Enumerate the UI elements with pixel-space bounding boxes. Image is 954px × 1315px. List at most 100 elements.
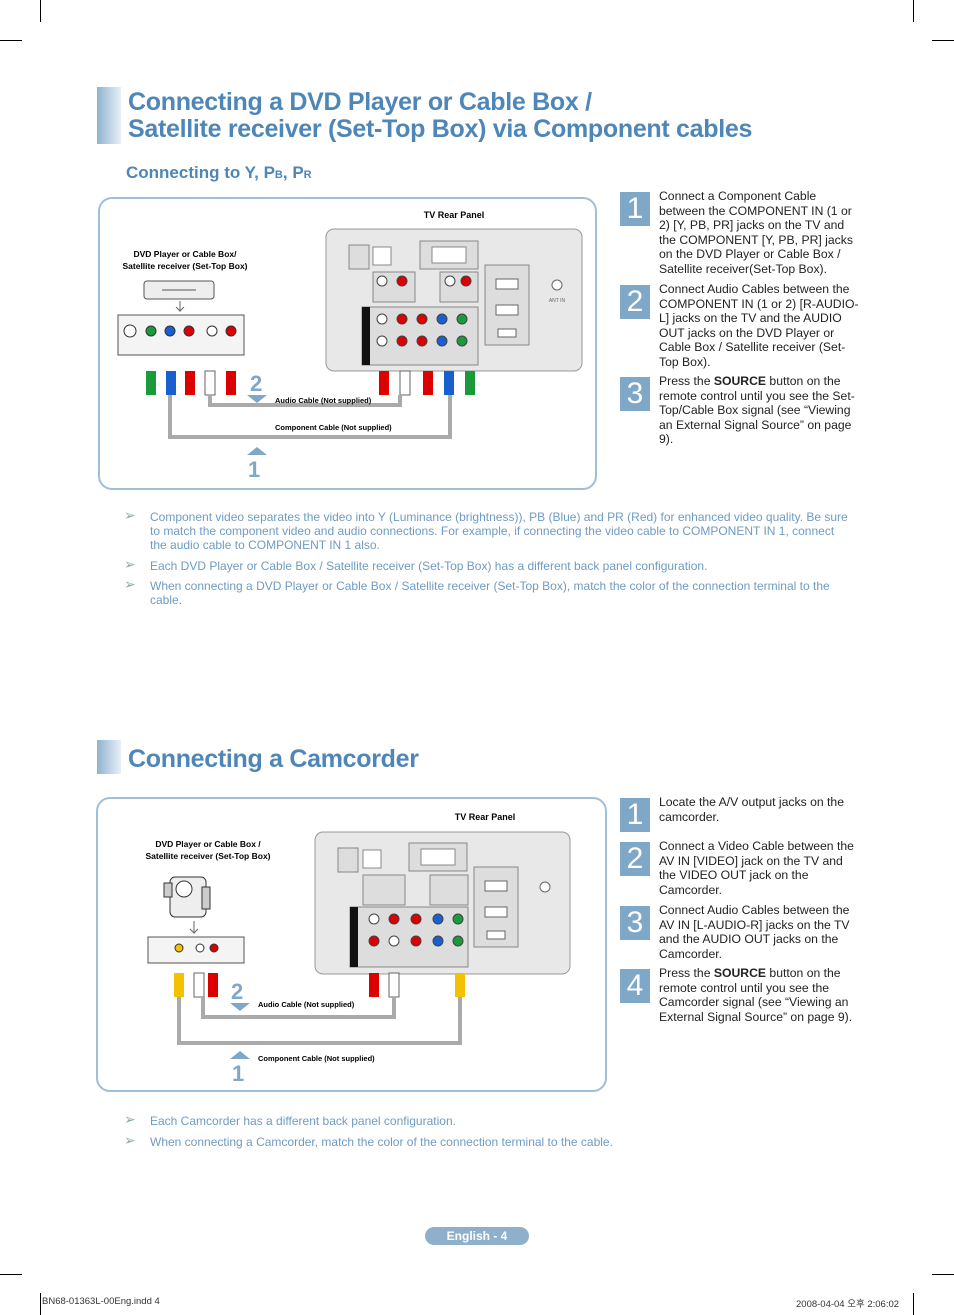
dvi-audio-port [439, 271, 479, 303]
step-number: 3 [620, 906, 650, 940]
page-number-badge: English - 4 [425, 1227, 529, 1245]
step-text: Press the SOURCE button on the remote co… [659, 966, 859, 1024]
section-title: Connecting a DVD Player or Cable Box / S… [128, 89, 752, 143]
camcorder-connection-diagram: TV Rear Panel DVD Player or Cable Box / … [145, 812, 571, 1086]
note-item: ➢ When connecting a DVD Player or Cable … [124, 577, 844, 609]
section-accent-bar [97, 87, 121, 144]
step-text: Connect Audio Cables between the AV IN [… [659, 903, 850, 961]
av-in-tag [350, 907, 358, 967]
hdmi-jack-1 [484, 880, 508, 892]
crop-mark [932, 40, 954, 41]
note-item: ➢ Each DVD Player or Cable Box / Satelli… [124, 556, 844, 575]
crop-mark [913, 0, 914, 22]
audio-cable-label: Audio Cable (Not supplied) [275, 396, 372, 405]
service2-jack [431, 246, 467, 264]
note-item: ➢ Component video separates the video in… [124, 508, 848, 554]
ant-in-label: ANT IN [549, 298, 566, 304]
step-marker-1: 1 [248, 457, 260, 482]
service1-jack [497, 328, 517, 338]
step-number: 3 [620, 377, 650, 411]
crop-mark [40, 1293, 41, 1315]
section-accent-bar [97, 740, 121, 774]
camcorder-icon [163, 876, 211, 918]
note-item: ➢ Each Camcorder has a different back pa… [124, 1111, 844, 1130]
step-text-pre: Press the [659, 966, 714, 980]
arrow-down-icon [175, 301, 185, 313]
video-cable-line [177, 997, 462, 1045]
step-text-post: button on the remote control until you s… [659, 966, 853, 1024]
note-item: ➢ When connecting a Camcorder, match the… [124, 1132, 844, 1151]
note-text: Each Camcorder has a different back pane… [150, 1114, 456, 1128]
step-marker-1: 1 [232, 1061, 244, 1086]
tv-rear-panel-label: TV Rear Panel [424, 210, 485, 220]
audio-out-port [372, 271, 416, 303]
camcorder-diagram-panel: TV Rear Panel DVD Player or Cable Box / … [96, 797, 607, 1092]
cable-plugs-device [174, 972, 218, 998]
marker-arrow-up [230, 1051, 250, 1059]
step-text: Connect a Video Cable between the AV IN … [659, 839, 854, 897]
cable-plugs-device [146, 370, 236, 396]
marker-arrow-down [230, 1003, 250, 1011]
note-arrow-icon: ➢ [124, 1111, 136, 1127]
component-cable-line [168, 395, 452, 439]
crop-mark [932, 1274, 954, 1275]
step-text-pre: Press the [659, 374, 714, 388]
step-number: 2 [620, 285, 650, 319]
note-text: When connecting a Camcorder, match the c… [150, 1135, 613, 1149]
tv-rear-panel-label: TV Rear Panel [455, 812, 516, 822]
device-label-line2: Satellite receiver (Set-Top Box) [145, 851, 270, 861]
note-text: When connecting a DVD Player or Cable Bo… [150, 579, 830, 607]
step-text: Locate the A/V output jacks on the camco… [659, 795, 844, 824]
cable-plugs-tv [369, 972, 465, 998]
step-number: 2 [620, 842, 650, 876]
crop-mark [913, 1293, 914, 1315]
audio-cable-line [208, 395, 402, 407]
ant-in-jack [551, 279, 563, 291]
component-cable-label: Component Cable (Not supplied) [258, 1054, 375, 1063]
step-marker-2: 2 [250, 371, 262, 396]
marker-arrow-down [247, 395, 267, 403]
device-jacks [123, 324, 237, 338]
note-arrow-icon: ➢ [124, 1132, 136, 1148]
optical-jack [372, 246, 392, 266]
av-in-block [349, 906, 469, 968]
dvi-audio-port [429, 874, 469, 906]
device-label-line2: Satellite receiver (Set-Top Box) [122, 261, 247, 271]
optical-jack [362, 849, 382, 869]
hdmi-jack-2 [495, 304, 519, 316]
hdmi-jack-1 [495, 278, 519, 290]
marker-arrow-up [247, 447, 267, 455]
section-title: Connecting a Camcorder [128, 745, 419, 773]
digital-audio-port [348, 244, 370, 270]
digital-audio-port [337, 847, 359, 873]
crop-mark [40, 0, 41, 22]
ant-in-jack [539, 881, 551, 893]
tv-jacks [376, 275, 472, 347]
subtitle-text: Connecting to Y, P [126, 163, 275, 182]
crop-mark [0, 1274, 22, 1275]
device-back-panel [117, 314, 245, 356]
hdmi-jack-2 [484, 906, 508, 918]
device-label-line1: DVD Player or Cable Box / [155, 839, 261, 849]
service2-jack [420, 848, 456, 866]
step-text: Press the SOURCE button on the remote co… [659, 374, 859, 447]
note-arrow-icon: ➢ [124, 556, 136, 572]
note-text: Component video separates the video into… [150, 510, 848, 552]
audio-out-port [362, 874, 406, 906]
step-number: 1 [620, 798, 650, 832]
section-title-line2: Satellite receiver (Set-Top Box) via Com… [128, 115, 753, 143]
audio-cable-label: Audio Cable (Not supplied) [258, 1000, 355, 1009]
component-connection-diagram: TV Rear Panel ANT IN DVD Player or Cable… [117, 210, 583, 482]
crop-mark [0, 40, 22, 41]
subtitle-sep: , P [282, 163, 304, 182]
step-number: 1 [620, 192, 650, 226]
connection-diagram-panel: TV Rear Panel ANT IN DVD Player or Cable… [98, 197, 597, 490]
service1-jack [486, 930, 506, 940]
step-text: Connect Audio Cables between the COMPONE… [659, 282, 859, 369]
file-name: BN68-01363L-00Eng.indd 4 [42, 1296, 160, 1307]
subtitle-sub-b: B [274, 169, 283, 181]
note-text: Each DVD Player or Cable Box / Satellite… [150, 559, 708, 573]
section-subtitle: Connecting to Y, PB, PR [126, 163, 312, 183]
subtitle-sub-r: R [303, 169, 312, 181]
cable-plugs-tv [379, 370, 475, 396]
